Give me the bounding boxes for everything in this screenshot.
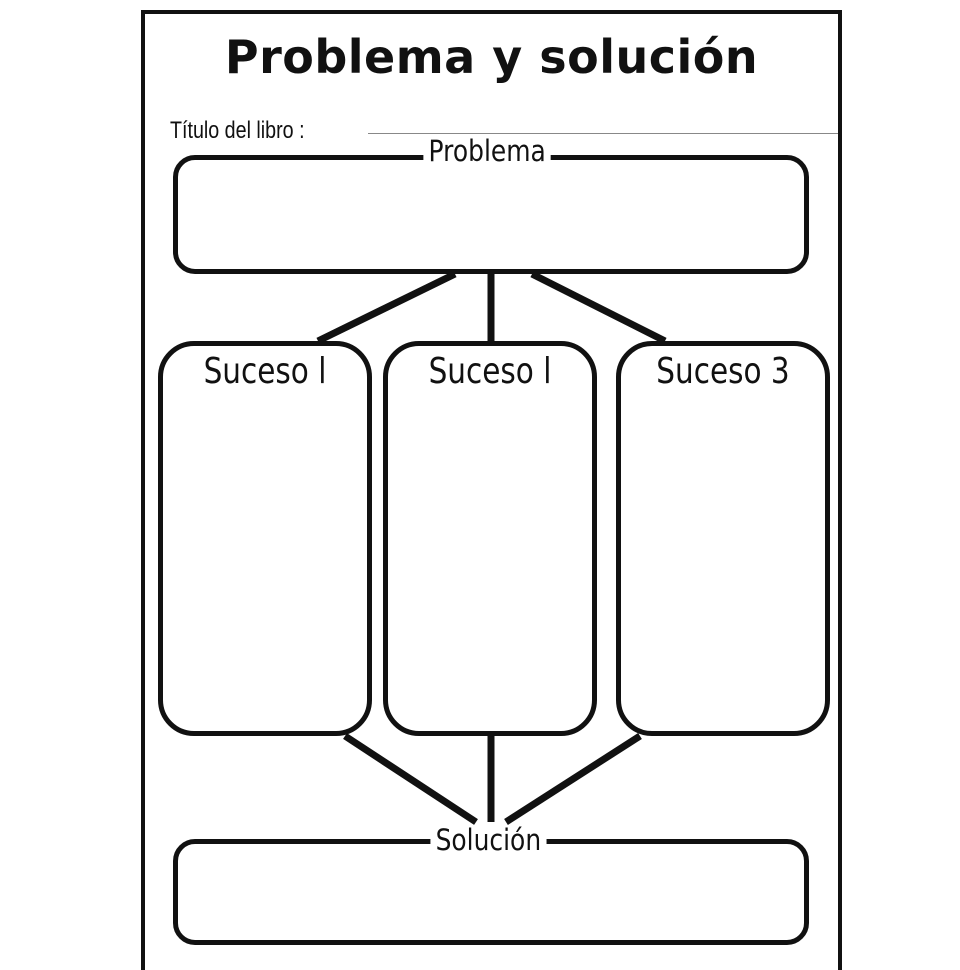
connector-problem-event3 <box>530 270 667 345</box>
connector-event1-solution <box>343 733 478 825</box>
page-title: Problema y solución <box>224 30 759 84</box>
event-box-2[interactable] <box>383 341 597 736</box>
solution-label: Solución <box>430 826 547 855</box>
event-box-1[interactable] <box>158 341 372 736</box>
book-title-writing-line[interactable] <box>368 133 838 134</box>
event-box-3[interactable] <box>616 341 830 736</box>
event-label-2: Suceso l <box>428 351 552 392</box>
connector-problem-event1 <box>316 270 457 345</box>
problem-label: Problema <box>423 137 551 166</box>
book-title-label: Título del libro : <box>170 117 305 144</box>
problem-box[interactable] <box>173 155 809 274</box>
connector-event3-solution <box>504 733 642 825</box>
event-label-1: Suceso l <box>203 351 327 392</box>
page-border <box>141 10 842 970</box>
event-label-3: Suceso 3 <box>656 351 790 392</box>
